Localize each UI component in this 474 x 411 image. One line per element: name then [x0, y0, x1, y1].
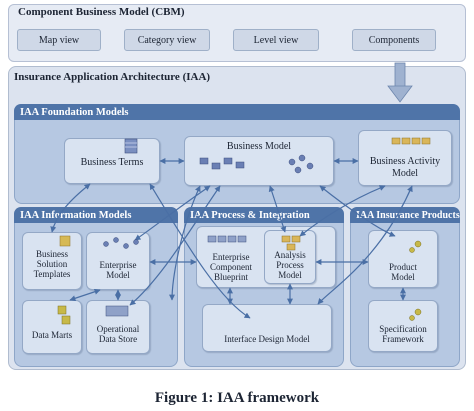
specification-icon: [409, 308, 422, 321]
business-model-to-ods: [129, 185, 221, 306]
business-terms-box: [64, 138, 160, 184]
iaa-title: Insurance Application Architecture (IAA): [14, 71, 211, 83]
foundation-title: IAA Foundation Models: [14, 104, 460, 120]
data-marts-label: Data Marts: [31, 330, 73, 340]
business-activity-label-2: Model: [391, 168, 419, 179]
activity-to-interface: [317, 185, 413, 305]
business-model-to-enterprise: [134, 185, 211, 241]
business-model-to-analysis: [268, 185, 287, 233]
figure-caption: Figure 1: IAA framework: [154, 390, 320, 406]
ods-label-1: Operational: [96, 324, 140, 334]
business-solution-label-2: Solution: [36, 259, 68, 269]
business-model-label: Business Model: [226, 141, 292, 152]
process-icon-activity: [391, 137, 431, 145]
cbm-to-iaa-arrow: [387, 62, 413, 103]
document-icon-templates: [59, 235, 71, 247]
specification-label-1: Specification: [379, 324, 427, 334]
business-solution-label-1: Business: [35, 249, 68, 259]
network-icon-business-model: [199, 154, 314, 174]
terms-to-interface: [149, 183, 251, 319]
business-terms-label: Business Terms: [80, 157, 144, 168]
terms-to-business-solution: [50, 183, 91, 233]
ods-label-2: Data Store: [98, 334, 138, 344]
component-icon-ecb: [207, 235, 247, 243]
flow-icon-analysis: [281, 235, 301, 251]
analysis-label-2: Process: [276, 260, 304, 270]
cbm-map-view: Map view: [17, 29, 101, 51]
enterprise-model-label-1: Enterprise: [99, 260, 137, 270]
cbm-components: Components: [352, 29, 436, 51]
business-model-box: [184, 136, 334, 186]
analysis-label-3: Model: [278, 270, 302, 280]
interface-design-label: Interface Design Model: [224, 334, 310, 344]
grid-icon-ods: [105, 305, 129, 317]
database-icon: [124, 138, 138, 154]
business-activity-label-1: Business Activity: [369, 156, 441, 167]
specification-label-2: Framework: [382, 334, 424, 344]
product-icon: [409, 240, 422, 253]
business-model-to-information: [169, 185, 201, 301]
business-model-to-product: [319, 185, 396, 237]
cbm-level-view: Level view: [233, 29, 319, 51]
cube-icon-data-marts: [57, 305, 71, 325]
network-icon-enterprise: [103, 237, 139, 249]
enterprise-model-label-2: Model: [106, 270, 130, 280]
data-marts-box: [22, 300, 82, 354]
cbm-category-view: Category view: [124, 29, 210, 51]
analysis-label-1: Analysis: [274, 250, 306, 260]
enterprise-to-data-marts: [69, 288, 101, 302]
cbm-title: Component Business Model (CBM): [18, 6, 185, 18]
activity-to-analysis: [299, 185, 386, 237]
business-solution-label-3: Templates: [33, 269, 71, 279]
